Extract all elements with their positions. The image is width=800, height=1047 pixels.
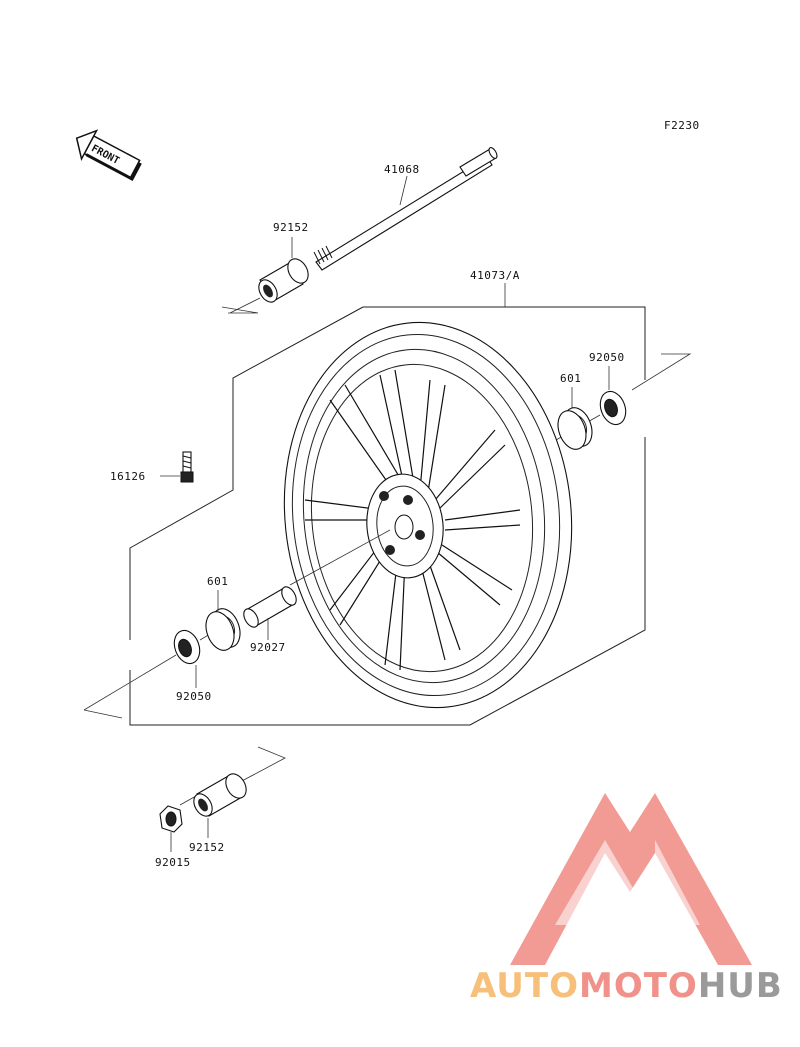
front-arrow-icon: FRONT xyxy=(75,129,142,182)
watermark-brand: AUTOMOTOHUB xyxy=(470,966,783,1006)
collar-upper[interactable] xyxy=(255,255,312,305)
assembly-outline xyxy=(129,306,646,726)
axis-line-upper xyxy=(221,297,261,314)
valve[interactable] xyxy=(180,451,194,483)
brand-part-hub: HUB xyxy=(698,966,783,1006)
axle-thread xyxy=(313,245,333,265)
brand-part-auto: AUTO xyxy=(470,966,579,1006)
leader-axle-center xyxy=(289,529,391,586)
seal-left[interactable] xyxy=(170,627,204,667)
label-nut: 92015 xyxy=(155,856,191,869)
label-bearing-right: 601 xyxy=(560,372,581,385)
seal-right[interactable] xyxy=(596,388,630,428)
automotohub-logo-icon xyxy=(510,793,752,965)
axle[interactable] xyxy=(313,146,499,271)
spacer[interactable] xyxy=(241,584,299,629)
diagram-code: F2230 xyxy=(664,119,700,132)
label-seal-right: 92050 xyxy=(589,351,625,364)
nut[interactable] xyxy=(159,805,183,833)
label-valve: 16126 xyxy=(110,470,146,483)
label-seal-left: 92050 xyxy=(176,690,212,703)
bearing-right[interactable] xyxy=(553,404,597,453)
label-collar-lower: 92152 xyxy=(189,841,225,854)
label-axle: 41068 xyxy=(384,163,420,176)
collar-lower[interactable] xyxy=(190,770,250,819)
label-collar-upper: 92152 xyxy=(273,221,309,234)
brand-part-moto: MOTO xyxy=(579,966,698,1006)
label-spacer: 92027 xyxy=(250,641,286,654)
label-wheel: 41073/A xyxy=(470,269,520,282)
label-bearing-left: 601 xyxy=(207,575,228,588)
axis-line-lower xyxy=(179,746,286,806)
leader-axle xyxy=(399,175,408,206)
bearing-left[interactable] xyxy=(201,605,245,654)
wheel[interactable] xyxy=(266,308,591,722)
